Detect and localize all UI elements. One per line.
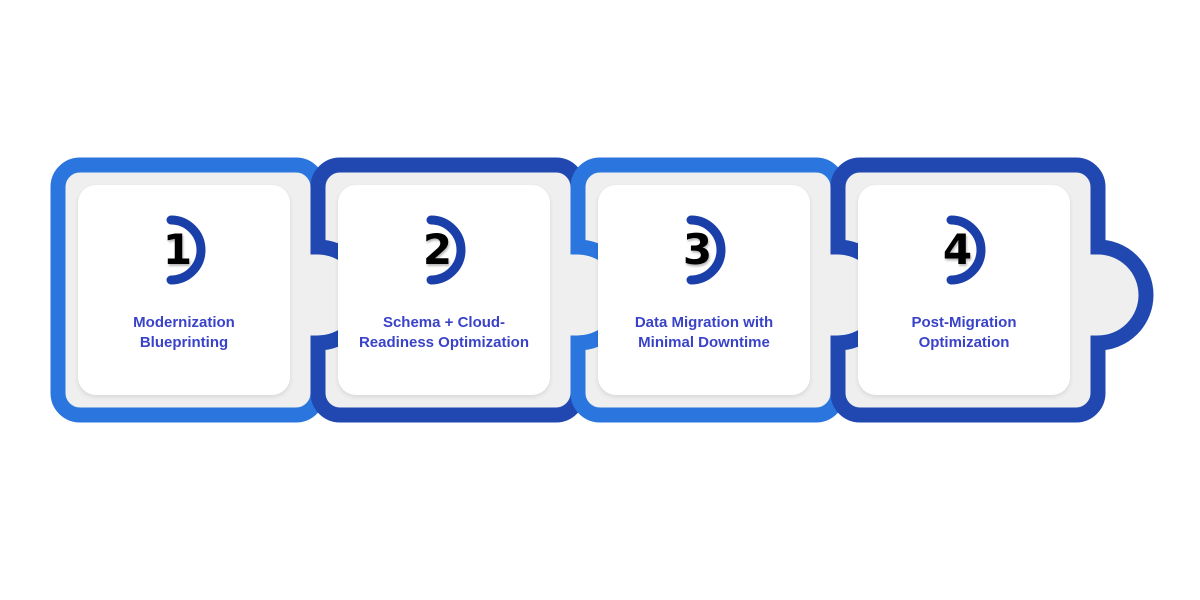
step-3-number: 3: [682, 225, 712, 274]
piece-1-card: 1 Modernization Blueprinting: [78, 185, 290, 395]
step-3-caption-line1: Data Migration with: [634, 314, 774, 331]
step-2-number: 2: [422, 225, 452, 274]
step-3-caption-line2: Minimal Downtime: [638, 333, 770, 351]
step-2-caption-line2: Readiness Optimization: [358, 333, 530, 351]
puzzle-piece-2[interactable]: 2 Schema + Cloud- Readiness Optimization: [310, 157, 634, 423]
numbered-arc-badge-icon: [946, 215, 986, 285]
numbered-arc-badge-icon: [686, 215, 726, 285]
step-4-badge: 4: [927, 213, 1001, 287]
step-3-caption: Data Migration with Minimal Downtime: [606, 313, 802, 353]
piece-4-card: 4 Post-Migration Optimization: [858, 185, 1070, 395]
step-4-caption: Post-Migration Optimization: [866, 313, 1062, 353]
step-3-badge: 3: [667, 213, 741, 287]
step-2-caption: Schema + Cloud- Readiness Optimization: [346, 313, 542, 353]
puzzle-piece-4[interactable]: 4 Post-Migration Optimization: [830, 157, 1154, 423]
step-2-badge: 2: [407, 213, 481, 287]
step-1-caption: Modernization Blueprinting: [86, 313, 282, 353]
puzzle-piece-1[interactable]: 1 Modernization Blueprinting: [50, 157, 374, 423]
puzzle-piece-3[interactable]: 3 Data Migration with Minimal Downtime: [570, 157, 894, 423]
numbered-arc-badge-icon: [166, 215, 206, 285]
step-4-number: 4: [942, 225, 972, 274]
piece-3-card: 3 Data Migration with Minimal Downtime: [598, 185, 810, 395]
step-1-badge: 1: [147, 213, 221, 287]
step-1-caption-line2: Blueprinting: [139, 333, 229, 351]
step-1-number: 1: [162, 225, 192, 274]
step-1-caption-line1: Modernization: [133, 314, 235, 331]
step-4-caption-line1: Post-Migration: [911, 314, 1017, 331]
piece-2-card: 2 Schema + Cloud- Readiness Optimization: [338, 185, 550, 395]
step-2-caption-line1: Schema + Cloud-: [382, 314, 506, 331]
step-4-caption-line2: Optimization: [918, 333, 1010, 351]
numbered-arc-badge-icon: [426, 215, 466, 285]
